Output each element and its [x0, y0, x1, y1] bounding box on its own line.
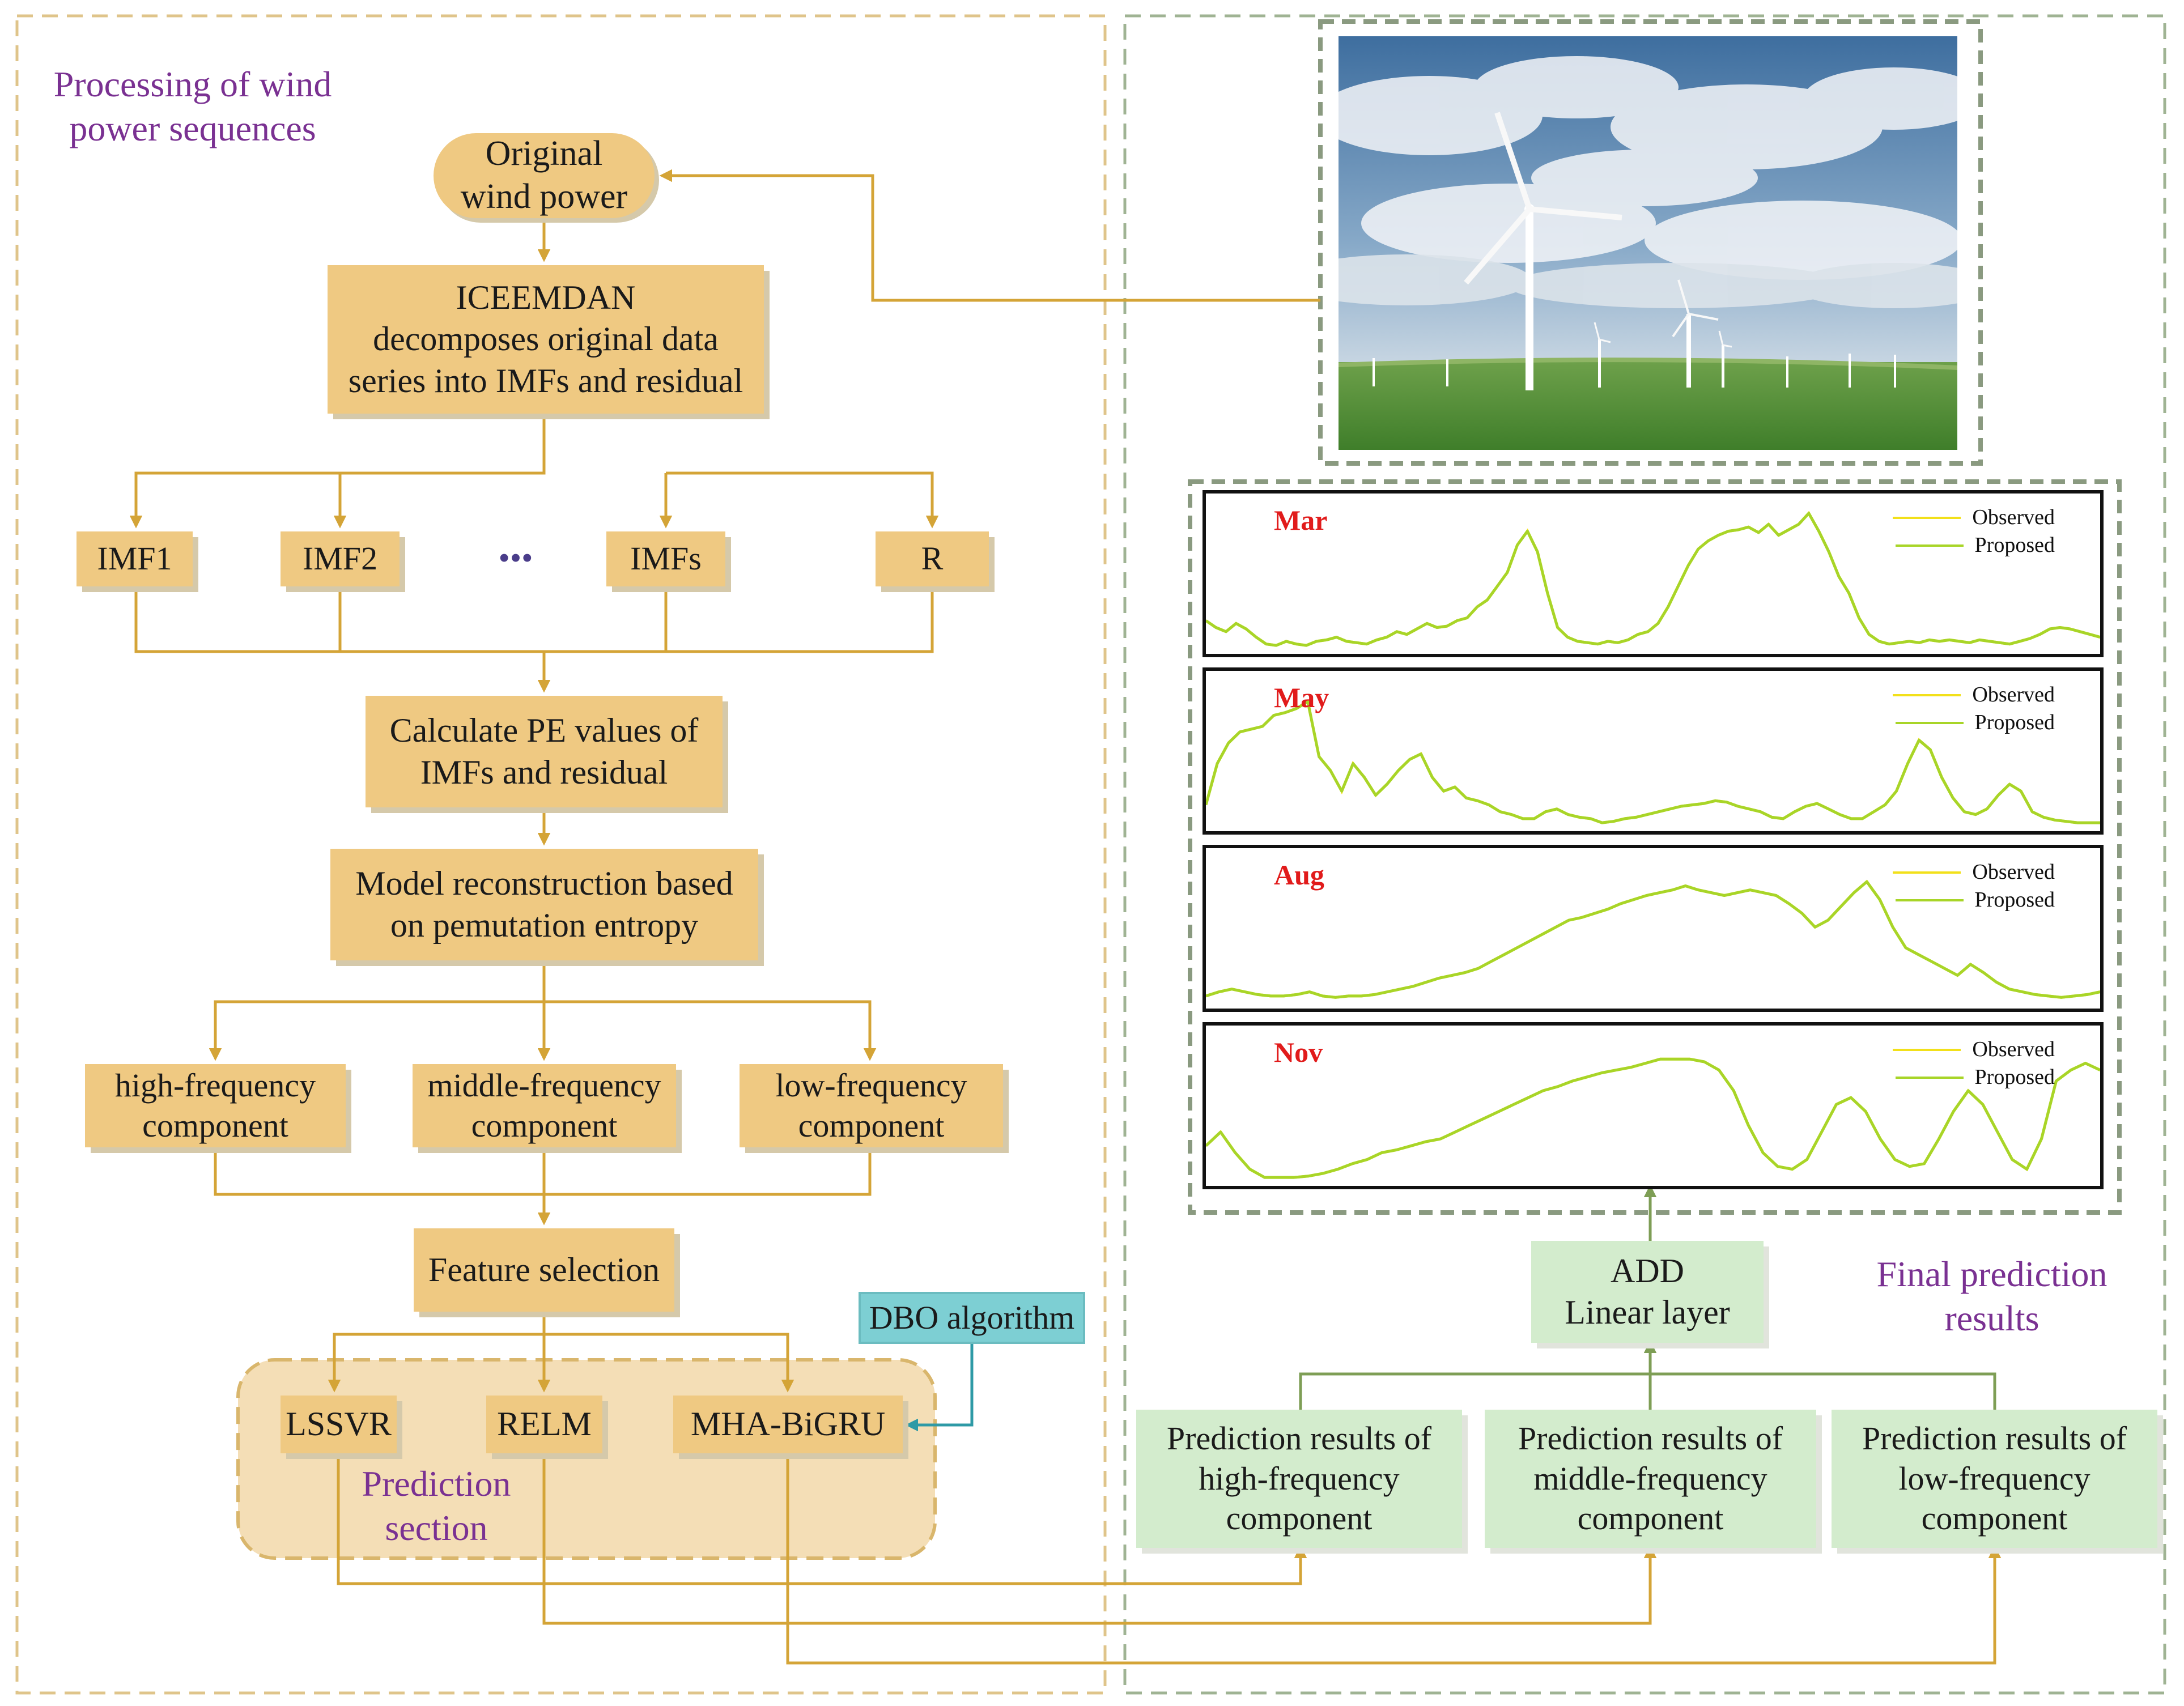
residual-node: R — [876, 531, 989, 586]
ellipsis-node: ••• — [498, 539, 533, 576]
legend-entry: Observed — [1893, 504, 2055, 531]
right-section-border — [1123, 14, 2166, 1695]
processing-section-title: Processing of wind power sequences — [53, 64, 332, 149]
flow-arrows — [129, 169, 2002, 1665]
legend-entry: Observed — [1893, 858, 2055, 886]
series-proposed — [1206, 1057, 2100, 1179]
chart-month-label: Nov — [1274, 1036, 1323, 1068]
charts-frame-border — [1188, 479, 2122, 1215]
result-arrows — [1299, 1184, 1996, 1410]
chart-month-label: Mar — [1274, 504, 1328, 536]
legend-entry: Proposed — [1893, 886, 2055, 914]
legend-label: Proposed — [1974, 533, 2055, 558]
chart-plot — [1206, 1057, 2100, 1179]
iceemdan-node: ICEEMDAN decomposes original data series… — [328, 265, 764, 414]
low-frequency-node: low-frequency component — [740, 1064, 1003, 1147]
legend-entry: Proposed — [1893, 1063, 2055, 1091]
legend-label: Observed — [1972, 1037, 2055, 1061]
legend-swatch — [1895, 722, 1964, 725]
lssvr-node: LSSVR — [281, 1396, 397, 1453]
legend-entry: Proposed — [1893, 531, 2055, 559]
imf2-node: IMF2 — [281, 531, 400, 586]
legend-swatch — [1895, 899, 1964, 902]
chart-plot — [1206, 699, 2100, 824]
imf1-node: IMF1 — [77, 531, 193, 586]
prediction-high-node: Prediction results of high-frequency com… — [1136, 1410, 1462, 1548]
legend-label: Proposed — [1974, 1065, 2055, 1090]
original-wind-power-node: Original wind power — [434, 133, 655, 218]
legend-entry: Observed — [1893, 1036, 2055, 1063]
mha-bigru-node: MHA-BiGRU — [673, 1396, 903, 1453]
prediction-section-label: Prediction section — [362, 1463, 511, 1548]
prediction-middle-node: Prediction results of middle-frequency c… — [1485, 1410, 1816, 1548]
legend-swatch — [1893, 1048, 1961, 1051]
photo-frame-border — [1318, 19, 1983, 466]
chart-plot — [1206, 879, 2100, 999]
series-proposed — [1206, 880, 2100, 999]
legend-swatch — [1895, 1077, 1964, 1079]
legend-swatch — [1895, 544, 1964, 547]
legend-swatch — [1893, 516, 1961, 519]
legend-label: Proposed — [1974, 888, 2055, 912]
prediction-low-node: Prediction results of low-frequency comp… — [1832, 1410, 2157, 1548]
add-linear-layer-node: ADD Linear layer — [1531, 1241, 1764, 1343]
legend-label: Observed — [1972, 860, 2055, 884]
feature-selection-node: Feature selection — [414, 1228, 674, 1312]
legend-label: Proposed — [1974, 711, 2055, 735]
legend-swatch — [1893, 694, 1961, 696]
dbo-algorithm-node: DBO algorithm — [859, 1292, 1085, 1344]
chart-month-label: May — [1274, 682, 1329, 713]
left-section-border — [15, 14, 1107, 1695]
legend-label: Observed — [1972, 683, 2055, 707]
high-frequency-node: high-frequency component — [85, 1064, 346, 1147]
final-prediction-label: Final prediction results — [1876, 1254, 2107, 1339]
middle-frequency-node: middle-frequency component — [413, 1064, 676, 1147]
legend-label: Observed — [1972, 505, 2055, 529]
wind-turbine-photo — [1339, 36, 1957, 450]
legend-entry: Proposed — [1893, 709, 2055, 737]
series-proposed — [1206, 700, 2100, 824]
relm-node: RELM — [486, 1396, 602, 1453]
pe-values-node: Calculate PE values of IMFs and residual — [366, 696, 723, 807]
dbo-arrow — [905, 1340, 974, 1432]
imfs-node: IMFs — [606, 531, 725, 586]
chart-plot — [1206, 510, 2100, 647]
model-reconstruction-node: Model reconstruction based on pemutation… — [330, 849, 758, 960]
legend-entry: Observed — [1893, 681, 2055, 709]
series-proposed — [1206, 512, 2100, 647]
chart-month-label: Aug — [1274, 859, 1324, 891]
legend-swatch — [1893, 871, 1961, 874]
